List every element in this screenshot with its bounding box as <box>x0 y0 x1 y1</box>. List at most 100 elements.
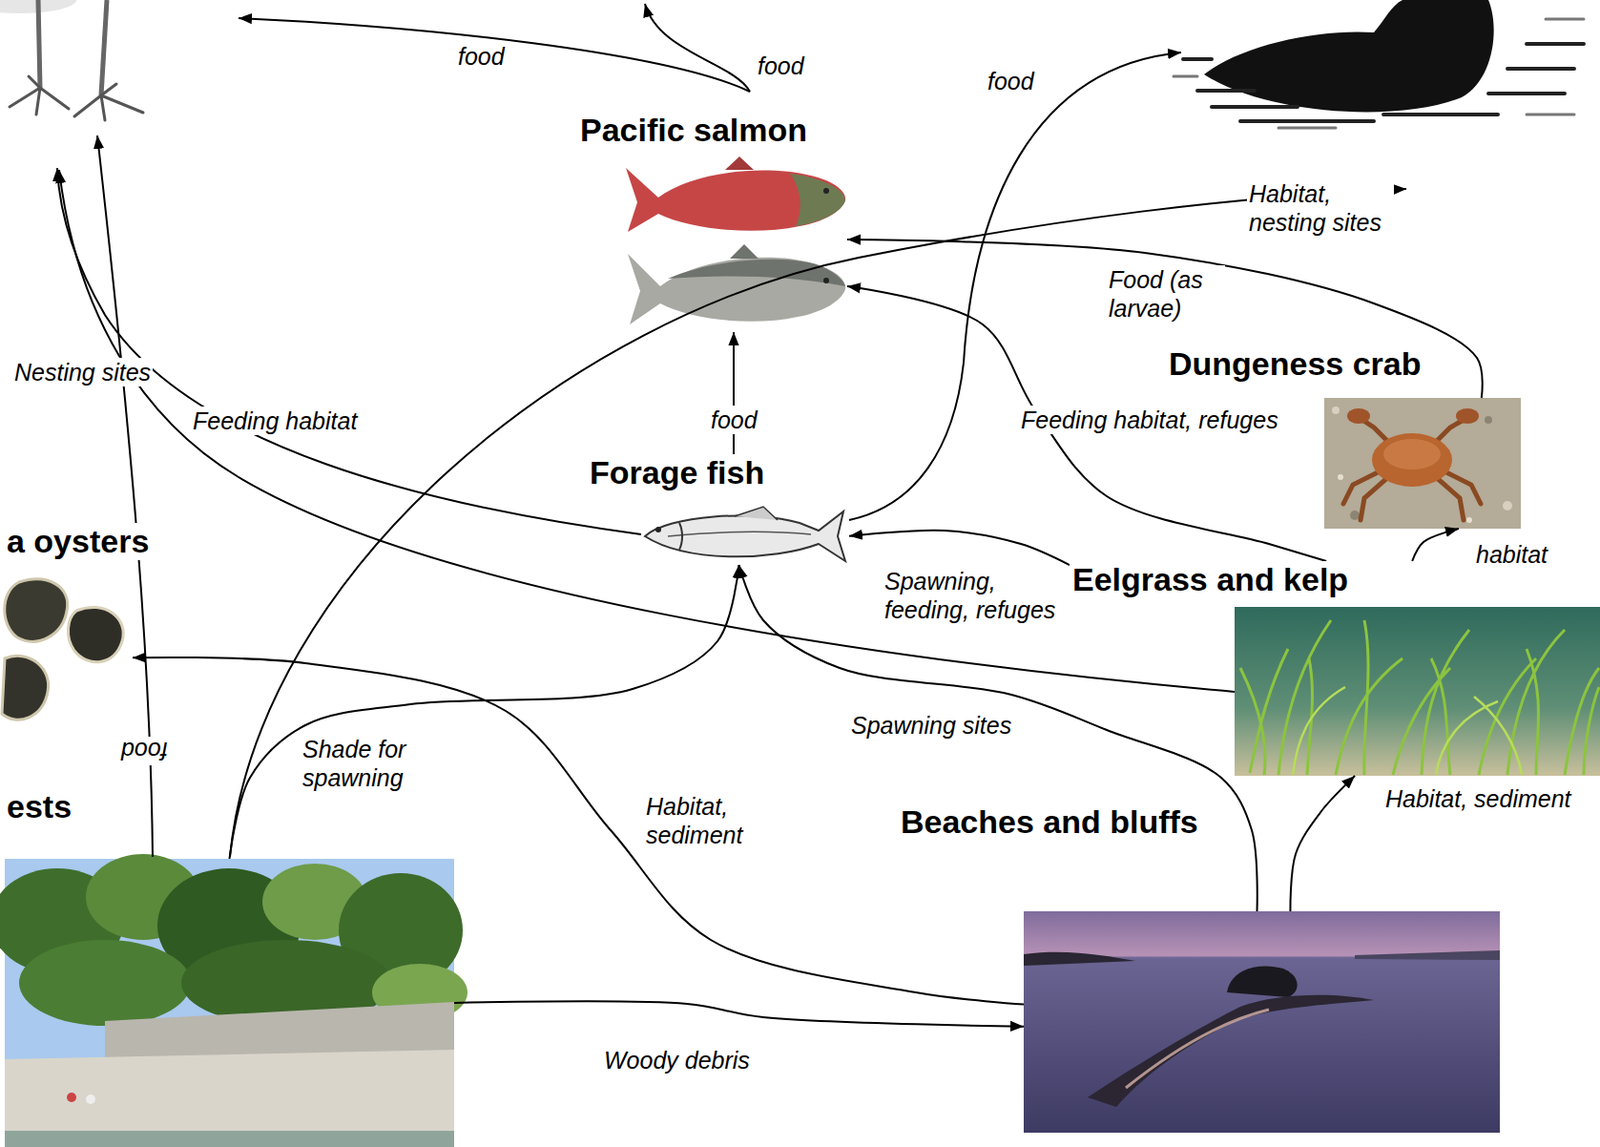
edge-label: Spawning, feeding, refuges <box>882 566 1068 624</box>
connector-arrow <box>1412 528 1459 562</box>
eelgrass-picture <box>1292 686 1522 775</box>
salmon-picture <box>789 173 846 227</box>
salmon-picture <box>625 167 846 232</box>
eelgrass-picture <box>1234 606 1600 776</box>
link-label: food <box>456 41 507 71</box>
link-label: food <box>985 66 1037 96</box>
salmon-picture <box>627 253 846 325</box>
node-heading: Pacific salmon <box>577 111 811 149</box>
beach-picture <box>1125 1009 1269 1088</box>
crab-picture <box>1324 397 1521 529</box>
node-heading: Forage fish <box>586 454 768 492</box>
eelgrass-picture <box>1234 606 1600 776</box>
beach-picture <box>1023 911 1500 1133</box>
forest-picture <box>4 1130 455 1147</box>
edge-label: habitat <box>1474 540 1550 569</box>
duck-silhouette <box>1204 0 1495 112</box>
crab-picture <box>1343 419 1481 520</box>
crab-picture <box>1455 408 1479 424</box>
forest-picture <box>4 1049 455 1147</box>
picture-node: a oysters <box>0 576 133 730</box>
connector-arrow <box>849 530 1070 565</box>
beach-picture <box>1226 965 1298 998</box>
node-heading: Dungeness crab <box>1165 345 1425 383</box>
food-web-line <box>57 3 1407 857</box>
oyster-picture <box>67 606 124 662</box>
node-heading: Beaches and bluffs <box>897 803 1202 841</box>
forest-picture <box>85 1094 96 1104</box>
picture-node: Beaches and bluffs <box>1023 911 1500 1133</box>
beach-picture <box>1354 950 1500 960</box>
forest-picture <box>19 939 191 1026</box>
forage-fish-picture <box>679 522 683 550</box>
edge-label: food <box>708 405 760 435</box>
connector-arrow <box>847 239 1483 398</box>
salmon-picture <box>823 277 830 284</box>
node-heading: a oysters <box>3 522 152 561</box>
salmon-picture <box>667 259 846 287</box>
eelgrass-picture <box>1240 620 1600 775</box>
oyster-picture <box>1 579 124 720</box>
salmon-picture <box>725 156 754 170</box>
crab-picture <box>1331 406 1340 415</box>
crab-picture <box>1347 408 1371 424</box>
forest-picture <box>66 1092 77 1102</box>
crab-picture <box>1466 517 1473 523</box>
forage-fish-picture <box>667 531 811 537</box>
heron-legs <box>9 76 69 115</box>
beach-picture <box>1023 952 1136 966</box>
picture-node: Pacific salmon <box>620 158 848 333</box>
edge-label: Feeding habitat, refuges <box>1018 405 1281 435</box>
connector-arrow <box>132 657 1024 1005</box>
duck-silhouette <box>1183 43 1584 122</box>
forage-fish-picture <box>644 511 846 562</box>
crab-picture <box>1383 438 1441 470</box>
oyster-picture <box>1 655 49 720</box>
crab-picture <box>1324 397 1521 529</box>
salmon-picture <box>823 187 830 194</box>
link-label: Nesting sites <box>12 357 153 387</box>
heron-legs <box>0 0 144 121</box>
heron-legs <box>38 0 41 88</box>
node-heading: ests <box>3 788 75 826</box>
crab-picture <box>1350 510 1360 520</box>
picture-node: ests <box>4 858 455 1147</box>
edge-label: Habitat, sediment <box>644 791 763 850</box>
beach-picture <box>1087 995 1374 1107</box>
picture-node: Eelgrass and kelp <box>1069 561 1600 776</box>
oyster-picture <box>4 579 68 642</box>
crab-picture <box>1502 500 1513 511</box>
link-label: food <box>119 736 170 766</box>
forage-fish-picture <box>734 506 778 520</box>
picture-node: Forage fish <box>586 454 850 565</box>
edge-label: Woody debris <box>602 1045 752 1075</box>
edge-label: Spawning sites <box>849 710 1014 740</box>
duck-silhouette <box>1173 19 1584 128</box>
node-heading: Eelgrass and kelp <box>1069 561 1351 599</box>
connector-arrow <box>454 1000 1024 1026</box>
edge-label: Shade for spawning <box>300 734 424 792</box>
food-web-line <box>644 3 750 92</box>
edge-label: Food (as larvae) <box>1106 265 1226 323</box>
crab-picture <box>1337 474 1344 480</box>
food-web-line <box>57 167 642 535</box>
connector-arrow <box>732 332 735 455</box>
forest-picture <box>0 853 468 1147</box>
connector-arrow <box>739 564 1258 912</box>
duck-silhouette <box>1173 0 1584 128</box>
forage-fish-picture <box>655 526 662 533</box>
edge-label: Habitat, sediment <box>1383 784 1574 813</box>
food-web-line <box>229 188 1407 857</box>
crab-picture <box>1371 433 1453 487</box>
crab-picture <box>1484 415 1493 424</box>
salmon-picture <box>729 244 759 259</box>
beach-picture <box>1023 911 1500 1133</box>
link-label: Habitat, nesting sites <box>1246 179 1394 237</box>
connector-arrow <box>847 286 1327 562</box>
connector-arrow <box>1289 775 1355 912</box>
